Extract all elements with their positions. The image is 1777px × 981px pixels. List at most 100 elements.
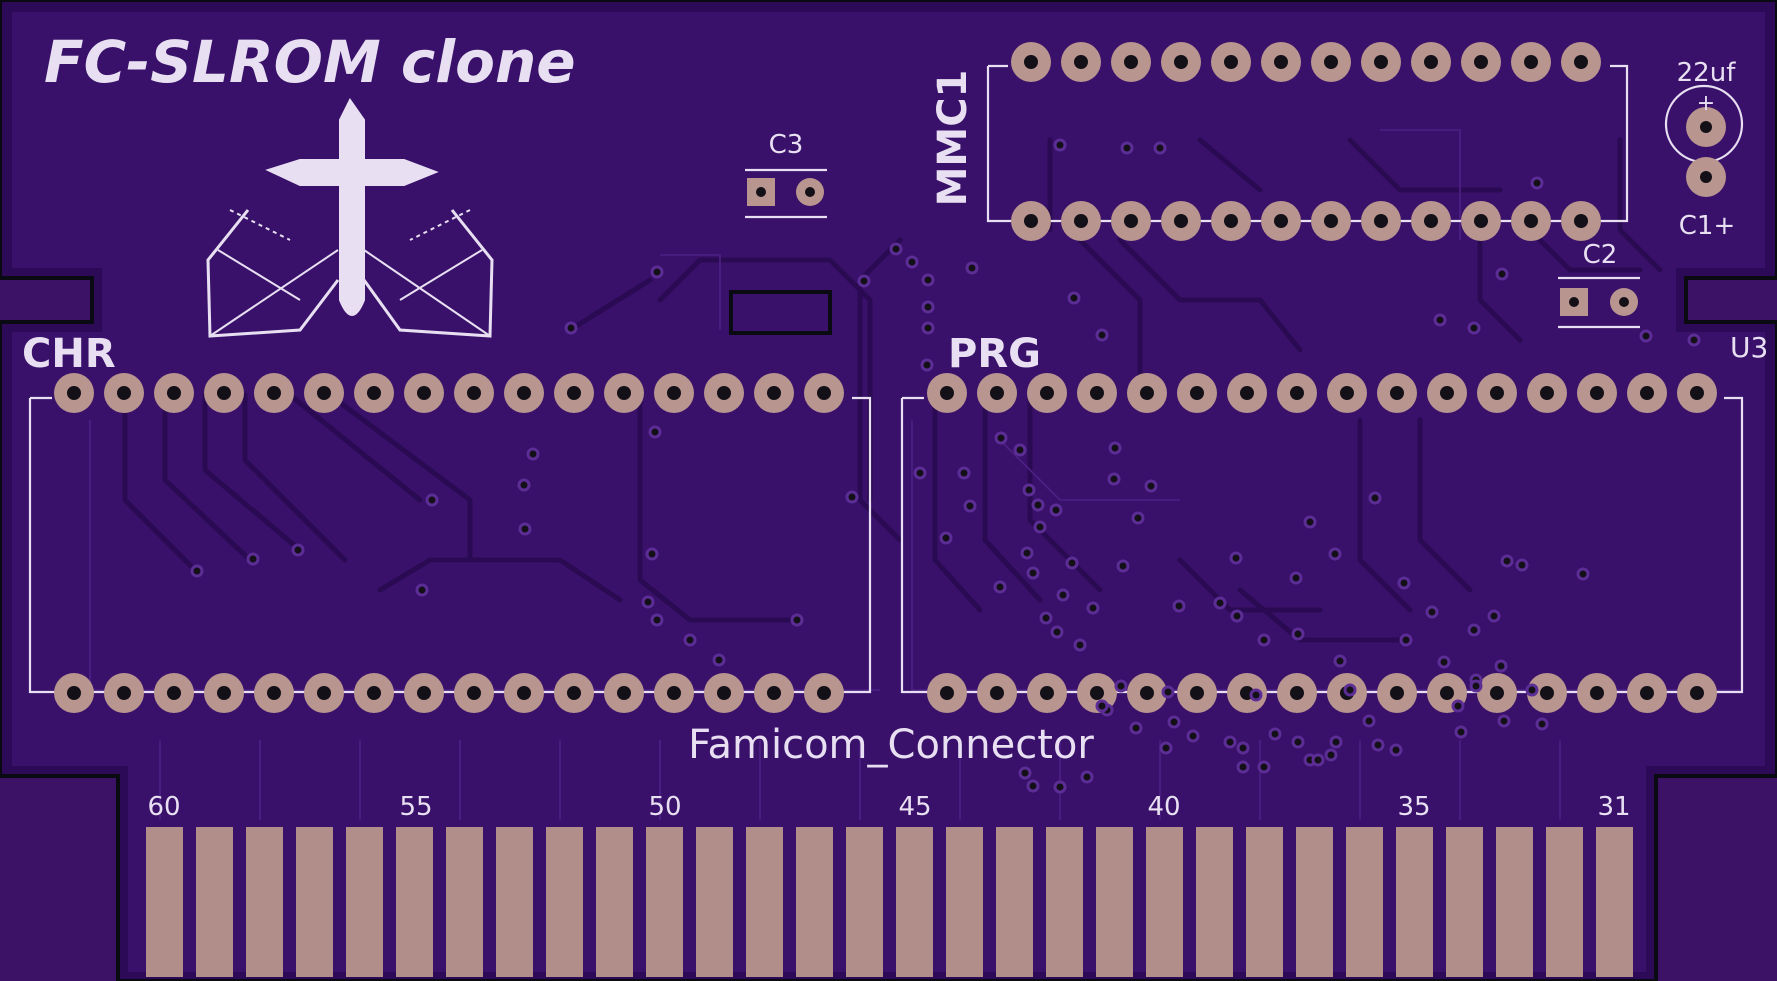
edge-connector-fingers (146, 827, 1633, 977)
edge-finger-24 (1296, 827, 1333, 977)
prg-bottom-drill-14 (1590, 686, 1604, 700)
mmc1-top-drill-2 (1074, 55, 1088, 69)
via-58 (1437, 655, 1451, 669)
via-72 (1343, 683, 1357, 697)
chr-top-drill-13 (667, 386, 681, 400)
mmc1-pin-group (1011, 42, 1601, 241)
chr-top-drill-8 (417, 386, 431, 400)
chr-top-drill-9 (467, 386, 481, 400)
via-109 (1223, 735, 1237, 749)
via-50 (1131, 511, 1145, 525)
component-outline-marker (729, 290, 832, 335)
chr-bottom-drill-10 (517, 686, 531, 700)
edge-finger-6 (396, 827, 433, 977)
prg-bottom-drill-8 (1290, 686, 1304, 700)
mmc1-bottom-drill-7 (1324, 214, 1338, 228)
via-4 (425, 493, 439, 507)
finger-number-31: 31 (1597, 792, 1630, 822)
via-35 (1467, 321, 1481, 335)
via-31 (1095, 328, 1109, 342)
cross-emblem-icon (206, 98, 494, 338)
board-title: FC-SLROM clone (44, 28, 576, 96)
via-38 (913, 466, 927, 480)
via-114 (1469, 679, 1483, 693)
prg-top-drill-13 (1540, 386, 1554, 400)
chr-bottom-drill-15 (767, 686, 781, 700)
prg-bottom-drill-1 (940, 686, 954, 700)
edge-finger-3 (246, 827, 283, 977)
via-13 (712, 653, 726, 667)
via-98 (1049, 503, 1063, 517)
edge-finger-5 (346, 827, 383, 977)
chr-label: CHR (22, 331, 116, 377)
prg-top-drill-8 (1290, 386, 1304, 400)
via-76 (1167, 715, 1181, 729)
chr-bottom-drill-7 (367, 686, 381, 700)
mmc1-bottom-drill-9 (1424, 214, 1438, 228)
mmc1-bottom-drill-8 (1374, 214, 1388, 228)
via-41 (939, 531, 953, 545)
via-81 (1053, 780, 1067, 794)
via-7 (517, 478, 531, 492)
via-116 (1425, 605, 1439, 619)
via-97 (1031, 498, 1045, 512)
mmc1-bottom-drill-5 (1224, 214, 1238, 228)
via-44 (1039, 611, 1053, 625)
chr-bottom-drill-16 (817, 686, 831, 700)
edge-finger-9 (546, 827, 583, 977)
via-79 (1018, 766, 1032, 780)
via-86 (1291, 735, 1305, 749)
edge-finger-28 (1496, 827, 1533, 977)
chr-top-drill-16 (817, 386, 831, 400)
chr-bottom-drill-1 (67, 686, 81, 700)
prg-bottom-drill-4 (1090, 686, 1104, 700)
via-40 (963, 499, 977, 513)
via-1 (190, 564, 204, 578)
via-26 (920, 358, 934, 372)
via-18 (564, 321, 578, 335)
via-16 (645, 547, 659, 561)
via-70 (1333, 654, 1347, 668)
finger-number-50: 50 (648, 792, 681, 822)
mmc1-bottom-drill-12 (1574, 214, 1588, 228)
edge-finger-19 (1046, 827, 1083, 977)
chr-bottom-drill-11 (567, 686, 581, 700)
mmc1-top-drill-1 (1024, 55, 1038, 69)
prg-top-drill-2 (990, 386, 1004, 400)
chr-bottom-drill-14 (717, 686, 731, 700)
via-112 (1389, 743, 1403, 757)
via-29 (1153, 141, 1167, 155)
chr-bottom-drill-8 (417, 686, 431, 700)
mmc1-bottom-drill-3 (1124, 214, 1138, 228)
via-115 (1494, 659, 1508, 673)
mmc1-top-drill-4 (1174, 55, 1188, 69)
chr-top-drill-4 (217, 386, 231, 400)
chr-top-drill-1 (67, 386, 81, 400)
chr-bottom-drill-5 (267, 686, 281, 700)
via-99 (1033, 520, 1047, 534)
edge-finger-18 (996, 827, 1033, 977)
prg-bottom-drill-6 (1190, 686, 1204, 700)
via-55 (1328, 547, 1342, 561)
prg-bottom-drill-3 (1040, 686, 1054, 700)
mmc1-bottom-drill-6 (1274, 214, 1288, 228)
edge-finger-1 (146, 827, 183, 977)
via-53 (1289, 571, 1303, 585)
prg-bottom-drill-12 (1490, 686, 1504, 700)
chr-top-drill-2 (117, 386, 131, 400)
via-group (190, 138, 1701, 794)
via-77 (1129, 721, 1143, 735)
via-80 (1026, 779, 1040, 793)
mmc1-top-drill-12 (1574, 55, 1588, 69)
mmc1-top-drill-6 (1274, 55, 1288, 69)
edge-finger-4 (296, 827, 333, 977)
prg-top-drill-7 (1240, 386, 1254, 400)
via-36 (1639, 329, 1653, 343)
edge-finger-12 (696, 827, 733, 977)
prg-bottom-drill-2 (990, 686, 1004, 700)
prg-top-drill-3 (1040, 386, 1054, 400)
via-68 (1257, 633, 1271, 647)
via-52 (1229, 551, 1243, 565)
via-74 (1257, 760, 1271, 774)
